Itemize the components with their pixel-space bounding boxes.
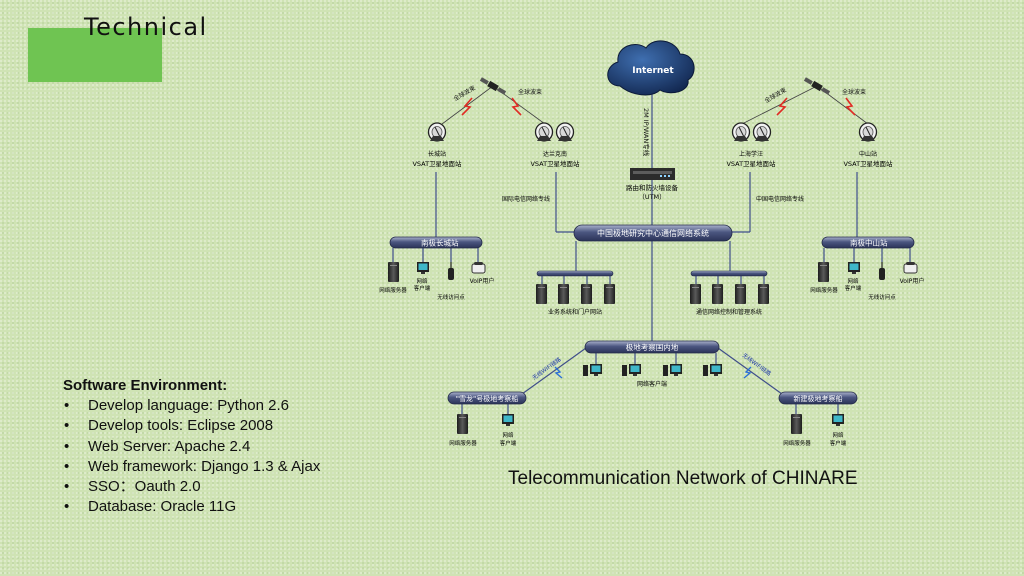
right-voip-label: VoIP用户 <box>900 277 925 285</box>
satellite-icon-left <box>479 77 507 95</box>
left-client-label-2: 客户端 <box>414 284 431 292</box>
right-server-label: 网络服务器 <box>810 286 838 294</box>
left-voip-label: VoIP用户 <box>470 277 495 285</box>
satellite-icon-right <box>803 77 831 95</box>
vsat-dish-icon <box>534 122 554 142</box>
business-bus <box>536 270 614 277</box>
server-icon <box>818 262 829 282</box>
ship1-server-label: 网络服务器 <box>449 439 477 447</box>
left-server-label: 网络服务器 <box>379 286 407 294</box>
business-label: 业务系统和门户网站 <box>548 308 602 316</box>
vsat-dish-icon <box>555 122 575 142</box>
left-client-label-1: 网络 <box>416 277 428 285</box>
business-servers <box>536 284 615 304</box>
ship1-bus-label: "雪龙"号极地考察船 <box>456 394 518 403</box>
vsat-dish-icon <box>858 122 878 142</box>
client-icon <box>832 414 844 426</box>
station-label-zhongshan: 中山站 <box>859 150 877 158</box>
center-bus: 中国极地研究中心通信网络系统 <box>573 224 733 242</box>
mgmt-servers <box>690 284 769 304</box>
server-icon <box>388 262 399 282</box>
client-icon <box>848 262 860 274</box>
beam-label-left-2: 全球波束 <box>518 88 542 96</box>
beam-label-right-2: 全球波束 <box>842 88 866 96</box>
software-environment: Software Environment: Develop language: … <box>63 376 320 518</box>
ship2-bus-label: 新建极地考察船 <box>794 394 843 403</box>
station-label-changcheng: 长城站 <box>428 150 446 158</box>
mgmt-label: 通信网络控制和管理系统 <box>696 308 762 316</box>
ship2-bus: 新建极地考察船 <box>778 391 858 405</box>
voip-phone-icon <box>471 262 486 274</box>
right-client-label-1: 网络 <box>847 277 859 285</box>
server-icon <box>791 414 802 434</box>
vsat-label-right: VSAT卫星地面站 <box>843 159 893 168</box>
wireless-ap-icon <box>448 262 454 280</box>
station-label-ladang: 达兰克南 <box>543 150 567 158</box>
vsat-dish-icon <box>427 122 447 142</box>
server-icon <box>457 414 468 434</box>
internet-label: Internet <box>632 66 674 76</box>
software-list: Develop language: Python 2.6 Develop too… <box>63 396 320 517</box>
wan-link-label: 2M IP/WAN专线 <box>642 108 651 157</box>
software-item: Web framework: Django 1.3 & Ajax <box>63 457 320 477</box>
domestic-clients-label: 网络客户端 <box>637 380 667 388</box>
right-client-label-2: 客户端 <box>845 284 862 292</box>
vsat-dish-icon <box>731 122 751 142</box>
wifi-label-right: 无线WIFI链路 <box>741 351 773 378</box>
vsat-label-left: VSAT卫星地面站 <box>412 159 462 168</box>
domestic-clients <box>583 364 722 376</box>
ship1-client-label-2: 客户端 <box>500 439 517 447</box>
beam-label-left-1: 全球波束 <box>452 84 477 103</box>
mgmt-bus <box>690 270 768 277</box>
ship1-client-label-1: 网络 <box>502 431 514 439</box>
client-icon <box>502 414 514 426</box>
center-bus-label: 中国极地研究中心通信网络系统 <box>597 228 709 238</box>
wireless-ap-icon <box>879 262 885 280</box>
right-bus-label: 南极中山站 <box>850 238 888 248</box>
ship1-bus: "雪龙"号极地考察船 <box>447 391 527 405</box>
station-label-shanghai: 上海学汪 <box>739 150 763 158</box>
left-ap-label: 无线访问点 <box>437 293 465 301</box>
software-item: Develop language: Python 2.6 <box>63 396 320 416</box>
utm-label-1: 路由和防火墙设备 <box>626 183 679 192</box>
client-icon <box>417 262 429 274</box>
ship2-server-label: 网络服务器 <box>783 439 811 447</box>
software-item: Web Server: Apache 2.4 <box>63 437 320 457</box>
utm-label-2: （UTM） <box>638 193 665 201</box>
software-heading: Software Environment: <box>63 377 228 394</box>
vsat-dish-icon <box>752 122 772 142</box>
ship2-client-label-2: 客户端 <box>830 439 847 447</box>
slide-title: Technical <box>84 13 208 41</box>
software-item: Database: Oracle 11G <box>63 497 320 517</box>
right-station-bus: 南极中山站 <box>821 236 915 249</box>
software-item: SSO：Oauth 2.0 <box>63 477 320 497</box>
right-ap-label: 无线访问点 <box>868 293 896 301</box>
domestic-bus: 极地考察国内地 <box>584 340 720 354</box>
intl-line-label-right: 中国电信网络专线 <box>756 195 804 203</box>
utm-device <box>630 168 675 180</box>
vsat-label-center-right: VSAT卫星地面站 <box>726 159 776 168</box>
vsat-label-center-left: VSAT卫星地面站 <box>530 159 580 168</box>
internet-cloud: Internet <box>607 40 695 96</box>
diagram-caption: Telecommunication Network of CHINARE <box>508 468 858 489</box>
software-item: Develop tools: Eclipse 2008 <box>63 416 320 436</box>
intl-line-label-left: 国际电信网络专线 <box>502 195 550 203</box>
left-station-bus: 南极长城站 <box>389 236 483 249</box>
ship2-client-label-1: 网络 <box>832 431 844 439</box>
voip-phone-icon <box>903 262 918 274</box>
domestic-bus-label: 极地考察国内地 <box>626 342 679 352</box>
left-bus-label: 南极长城站 <box>421 238 459 248</box>
title-accent-box <box>28 28 162 82</box>
